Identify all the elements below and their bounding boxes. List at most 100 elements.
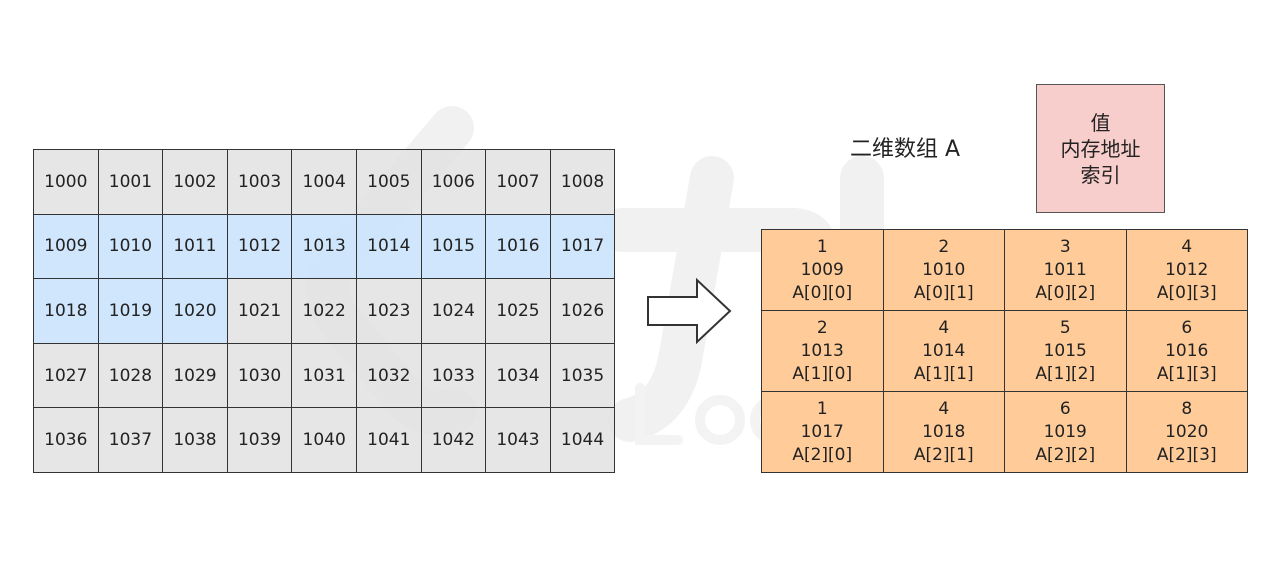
memory-cell: 1007 [486,150,551,215]
cell-address: 1009 [800,259,844,280]
cell-index: A[2][0] [792,444,853,465]
cell-index: A[2][3] [1156,444,1217,465]
right-arrow-icon [647,277,732,345]
cell-value: 4 [938,317,950,338]
memory-cell: 1029 [163,343,228,409]
memory-cell: 1026 [550,279,616,344]
cell-value: 3 [1059,236,1071,257]
memory-cell: 1040 [292,408,357,473]
cell-value: 2 [938,236,950,257]
cell-value: 4 [938,398,950,419]
cell-value: 2 [816,317,828,338]
memory-cell: 1009 [34,214,99,280]
cell-address: 1014 [922,340,966,361]
memory-cell: 1038 [163,408,228,473]
memory-cell: 1027 [34,343,99,409]
cell-value: 1 [816,236,828,257]
cell-value: 8 [1181,398,1193,419]
cell-legend: 值 内存地址 索引 [1036,84,1165,213]
memory-cell: 1021 [227,279,293,344]
memory-cell: 1041 [356,408,422,473]
cell-address: 1015 [1043,340,1087,361]
memory-cell: 1042 [421,408,487,473]
memory-cell: 1006 [421,150,487,215]
memory-cell: 1044 [550,408,616,473]
array-title: 二维数组 A [850,137,961,162]
memory-cell: 1003 [227,150,293,215]
memory-cell: 1010 [98,214,164,280]
cell-address: 1016 [1165,340,1209,361]
cell-index: A[2][1] [913,444,974,465]
memory-cell: 1018 [34,279,99,344]
memory-cell: 1028 [98,343,164,409]
memory-cell: 1004 [292,150,357,215]
memory-cell: 1017 [550,214,616,280]
memory-cell: 1030 [227,343,293,409]
cell-address: 1011 [1043,259,1087,280]
cell-value: 1 [816,398,828,419]
memory-cell: 1019 [98,279,164,344]
memory-cell: 1034 [486,343,551,409]
memory-cell: 1000 [34,150,99,215]
memory-cell: 1014 [356,214,422,280]
cell-index: A[1][2] [1035,363,1096,384]
cell-index: A[2][2] [1035,444,1096,465]
memory-cell: 1020 [163,279,228,344]
cell-index: A[1][1] [913,363,974,384]
cell-value: 5 [1059,317,1071,338]
cell-index: A[0][3] [1156,282,1217,303]
cell-address: 1019 [1043,421,1087,442]
cell-address: 1020 [1165,421,1209,442]
memory-cell: 1022 [292,279,357,344]
cell-value: 6 [1181,317,1193,338]
memory-cell: 1032 [356,343,422,409]
cell-index: A[0][1] [913,282,974,303]
memory-cell: 1005 [356,150,422,215]
cell-address: 1017 [800,421,844,442]
memory-cell: 1013 [292,214,357,280]
cell-address: 1010 [922,259,966,280]
memory-cell: 1025 [486,279,551,344]
memory-cell: 1043 [486,408,551,473]
memory-cell: 1008 [550,150,616,215]
memory-cell: 1012 [227,214,293,280]
cell-index: A[0][2] [1035,282,1096,303]
memory-cell: 1002 [163,150,228,215]
cell-address: 1018 [922,421,966,442]
memory-cell: 1011 [163,214,228,280]
memory-cell: 1001 [98,150,164,215]
memory-cell: 1035 [550,343,616,409]
memory-cell: 1039 [227,408,293,473]
memory-cell: 1036 [34,408,99,473]
memory-cell: 1024 [421,279,487,344]
cell-index: A[1][0] [792,363,853,384]
memory-cell: 1031 [292,343,357,409]
cell-value: 6 [1059,398,1071,419]
memory-cell: 1016 [486,214,551,280]
cell-index: A[0][0] [792,282,853,303]
memory-cell: 1037 [98,408,164,473]
legend-value-label: 值 [1090,110,1111,135]
cell-value: 4 [1181,236,1193,257]
cell-index: A[1][3] [1156,363,1217,384]
memory-cell: 1033 [421,343,487,409]
legend-index-label: 索引 [1080,162,1121,187]
cell-address: 1012 [1165,259,1209,280]
cell-address: 1013 [800,340,844,361]
memory-cell: 1015 [421,214,487,280]
memory-cell: 1023 [356,279,422,344]
